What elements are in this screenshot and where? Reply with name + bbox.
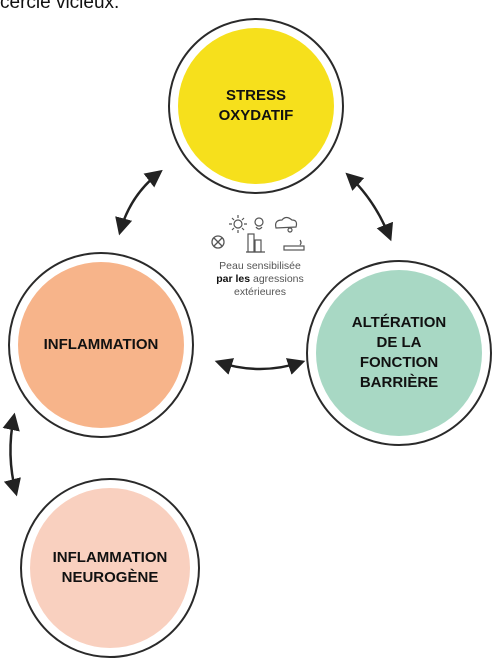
arrow-inflammation-neurogene xyxy=(2,412,21,497)
pollution-icon xyxy=(211,235,225,249)
cigarette-icon xyxy=(283,239,305,251)
arrow-inflammation-barriere xyxy=(214,358,306,375)
node-alteration-barriere: ALTÉRATION DE LA FONCTION BARRIÈRE xyxy=(316,270,482,436)
center-caption: Peau sensibilisée par les agressions ext… xyxy=(205,260,315,299)
aggression-icons xyxy=(211,215,305,253)
node-inflammation-neurogene: INFLAMMATION NEUROGÈNE xyxy=(30,488,190,648)
intro-text-fragment: cercle vicieux. xyxy=(0,0,120,13)
smoke-icon xyxy=(254,217,264,230)
node-inflammation: INFLAMMATION xyxy=(18,262,184,428)
center-caption-line3: extérieures xyxy=(234,286,286,298)
node-stress-oxydatif: STRESS OXYDATIF xyxy=(178,28,334,184)
city-icon xyxy=(246,233,265,253)
sun-icon xyxy=(229,215,247,233)
center-caption-bold: par les xyxy=(216,273,251,285)
cloud-icon xyxy=(275,216,298,233)
center-caption-rest: agressions xyxy=(250,273,304,285)
arrow-stress-barriere xyxy=(345,172,393,242)
barriere-ring xyxy=(306,260,492,446)
center-caption-line1: Peau sensibilisée xyxy=(219,260,301,272)
stress-ring xyxy=(168,18,344,194)
inflammation-ring xyxy=(8,252,194,438)
center-caption-line2: par les agressions xyxy=(205,273,315,286)
arrow-stress-inflammation xyxy=(115,169,163,236)
